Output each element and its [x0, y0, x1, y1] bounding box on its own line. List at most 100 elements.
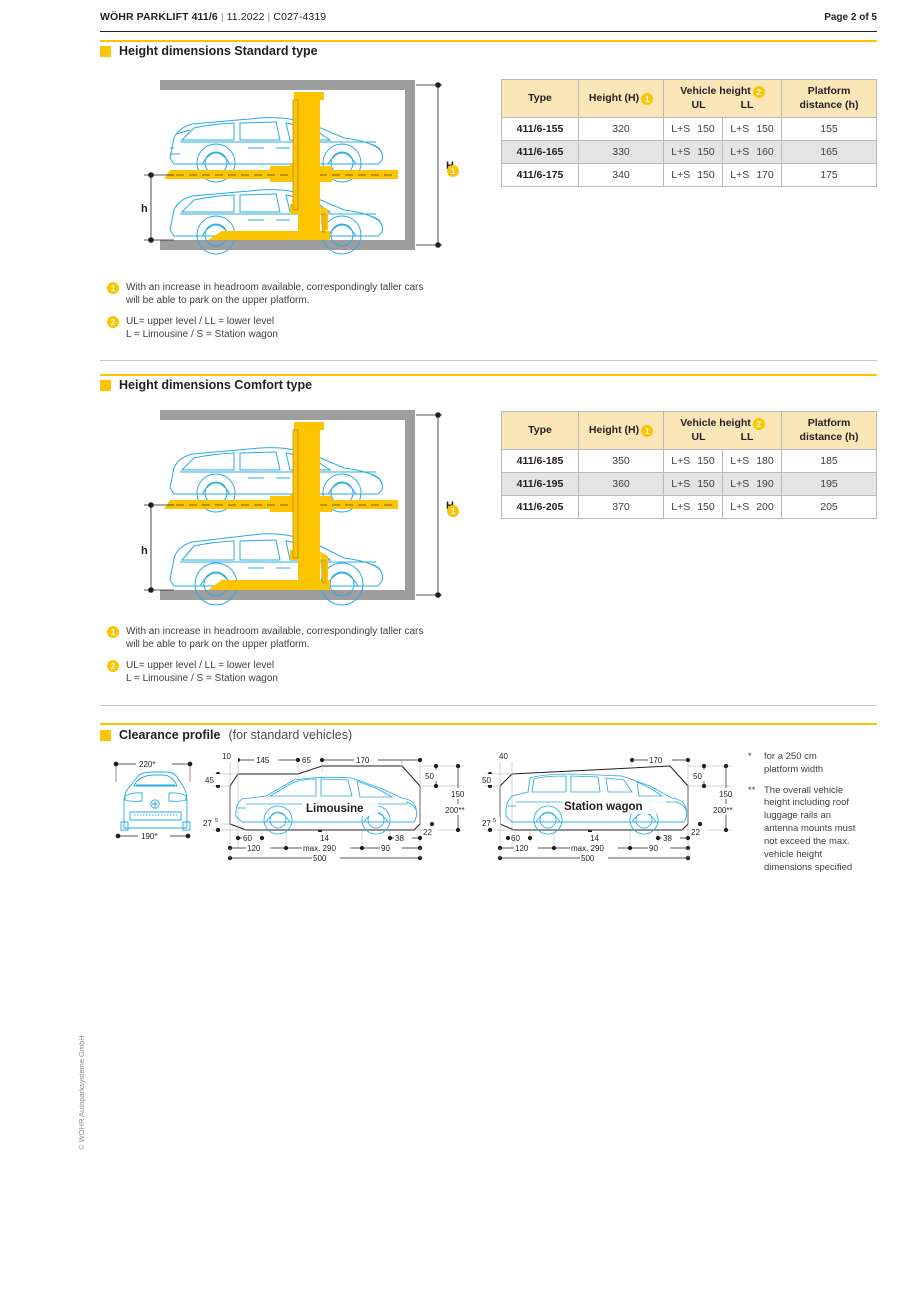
sw-dim-275-sup: 5	[493, 818, 496, 824]
cell-platform: 185	[781, 449, 877, 473]
station-wagon-label: Station wagon	[564, 801, 643, 813]
header-sep-1: |	[220, 11, 224, 23]
section-marker-icon	[100, 729, 111, 741]
sw-dim-500: 500	[581, 854, 595, 863]
sw-dim-120: 120	[515, 844, 529, 853]
clearance-note-mark: **	[748, 784, 756, 796]
header-date: 11.2022	[226, 11, 265, 23]
col-header-ul: UL	[691, 430, 706, 443]
clearance-station-wagon: Station wagon 40 170 50 27 5	[482, 752, 747, 864]
col-header-platform-l1: Platform	[807, 85, 851, 98]
footnote-item: 1 With an increase in headroom available…	[107, 625, 423, 652]
page-number: Page 2 of 5	[824, 12, 877, 23]
header-sep-2: |	[267, 11, 271, 23]
footnote-text: UL= upper level / LL = lower level L = L…	[126, 659, 278, 684]
clearance-note-text: for a 250 cm platform width	[764, 751, 824, 775]
clearance-note-item: * for a 250 cm platform width	[748, 751, 888, 777]
section-marker-icon	[100, 379, 111, 391]
footnote-badge: 2	[107, 659, 119, 672]
sw-dim-50-right: 50	[693, 772, 702, 781]
footnote-text: UL= upper level / LL = lower level L = L…	[126, 315, 278, 340]
section-divider-2	[100, 705, 877, 706]
col-header-ll: LL	[740, 98, 754, 111]
section-title-clearance: Clearance profile (for standard vehicles…	[100, 728, 352, 742]
sw-dim-38: 38	[663, 834, 672, 843]
section-bar-standard	[100, 40, 877, 42]
footnote-text: With an increase in headroom available, …	[126, 282, 424, 307]
cell-type: 411/6-165	[501, 140, 579, 164]
dim-H-badge-comfort: 1	[445, 500, 459, 518]
col-header-platform: Platform distance (h)	[781, 411, 877, 450]
lift-diagram-standard: H h	[130, 78, 475, 268]
cell-height: 350	[578, 449, 664, 473]
sw-dim-60: 60	[511, 834, 520, 843]
cell-height: 320	[578, 117, 664, 141]
header-model: WÖHR PARKLIFT 411/6	[100, 11, 218, 23]
cell-type: 411/6-175	[501, 163, 579, 187]
dim-H-badge-standard: 1	[445, 160, 459, 178]
lim-dim-14: 14	[320, 834, 329, 843]
sw-dim-275: 27	[482, 819, 491, 828]
cell-height: 360	[578, 472, 664, 496]
col-header-platform-l2: distance (h)	[799, 98, 859, 111]
lim-dim-500: 500	[313, 854, 327, 863]
footnotes-comfort: 1 With an increase in headroom available…	[107, 625, 423, 692]
header-code: C027-4319	[273, 11, 327, 23]
footnote-item: 2 UL= upper level / LL = lower level L =…	[107, 659, 423, 686]
dim-h-label: h	[141, 545, 148, 557]
col-header-vehicle-height-text: Vehicle height	[680, 85, 751, 98]
lim-dim-150: 150	[451, 790, 465, 799]
lim-dim-60: 60	[243, 834, 252, 843]
front-bottom-dim: 190*	[141, 832, 157, 841]
lim-dim-200: 200**	[445, 806, 465, 815]
cell-height: 370	[578, 495, 664, 519]
col-header-ll: LL	[740, 430, 754, 443]
section-title-standard: Height dimensions Standard type	[100, 44, 318, 58]
footnote-badge: 2	[107, 315, 119, 328]
lim-dim-145: 145	[256, 756, 270, 765]
cell-type: 411/6-155	[501, 117, 579, 141]
lim-dim-38: 38	[395, 834, 404, 843]
lift-diagram-comfort: H h	[130, 408, 475, 618]
limousine-label: Limousine	[306, 803, 364, 815]
sw-dim-150: 150	[719, 790, 733, 799]
cell-platform: 165	[781, 140, 877, 164]
sw-dim-40: 40	[499, 752, 508, 761]
sw-dim-200: 200**	[713, 806, 733, 815]
cell-type: 411/6-185	[501, 449, 579, 473]
col-header-height-text: Height (H)	[588, 91, 640, 104]
cell-platform: 205	[781, 495, 877, 519]
header-left: WÖHR PARKLIFT 411/6|11.2022|C027-4319	[100, 11, 326, 23]
cell-type: 411/6-195	[501, 472, 579, 496]
lim-dim-max290: max. 290	[303, 844, 336, 853]
lim-dim-275: 27	[203, 819, 212, 828]
footnote-item: 2 UL= upper level / LL = lower level L =…	[107, 315, 423, 342]
vehicle-footnote-badge: 2	[752, 86, 765, 99]
cell-platform: 175	[781, 163, 877, 187]
footnote-text: With an increase in headroom available, …	[126, 626, 424, 651]
col-header-height: Height (H)1	[578, 411, 664, 450]
col-header-platform-l1: Platform	[807, 417, 851, 430]
col-header-height: Height (H)1	[578, 79, 664, 118]
lim-dim-120: 120	[247, 844, 261, 853]
col-header-platform: Platform distance (h)	[781, 79, 877, 118]
cell-platform: 195	[781, 472, 877, 496]
front-top-dim: 220*	[139, 760, 155, 769]
lim-dim-10: 10	[222, 752, 231, 761]
